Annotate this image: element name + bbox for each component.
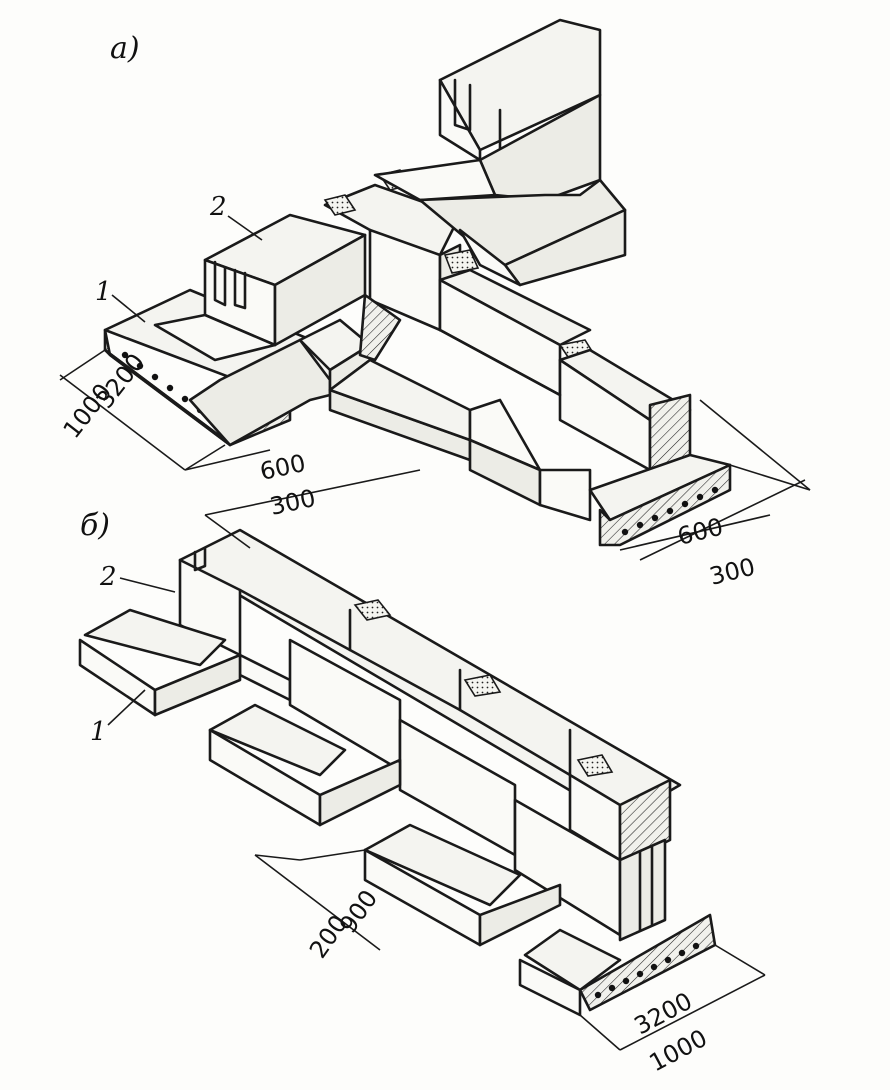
dim-a-right-600: 600 [675, 513, 726, 551]
callout-b-2: 2 [99, 562, 117, 592]
wall-bottom-course-b [238, 638, 667, 942]
wall-top-course-b [178, 528, 682, 867]
figure-a-label: а) [110, 31, 140, 66]
dim-a-mid-600: 600 [257, 449, 308, 486]
dimensions-b [204, 514, 766, 1051]
callout-a-1: 1 [95, 277, 112, 307]
dim-a-mid-300: 300 [267, 484, 318, 521]
figure-b-label: б) [80, 508, 110, 543]
rebar-dots-a-right [621, 486, 719, 536]
figure-a: а) 1 2 3200 1000 600 300 600 300 [58, 18, 811, 591]
callout-a-2: 2 [209, 192, 227, 222]
dim-a-right-300: 300 [707, 553, 758, 591]
wall-block-a-back [373, 18, 627, 287]
wall-block-a-center [323, 169, 480, 362]
dimensions-a [59, 349, 811, 561]
rebar-dots-b [594, 942, 700, 999]
wall-run-a-right [438, 268, 692, 472]
footing-blocks-a-right [328, 358, 732, 547]
figure-b: б) 2 1 900 200 3200 1000 [78, 508, 766, 1077]
callout-b-1: 1 [90, 717, 107, 747]
footing-blocks-b [78, 608, 717, 1017]
wall-block-a-left [153, 213, 367, 362]
